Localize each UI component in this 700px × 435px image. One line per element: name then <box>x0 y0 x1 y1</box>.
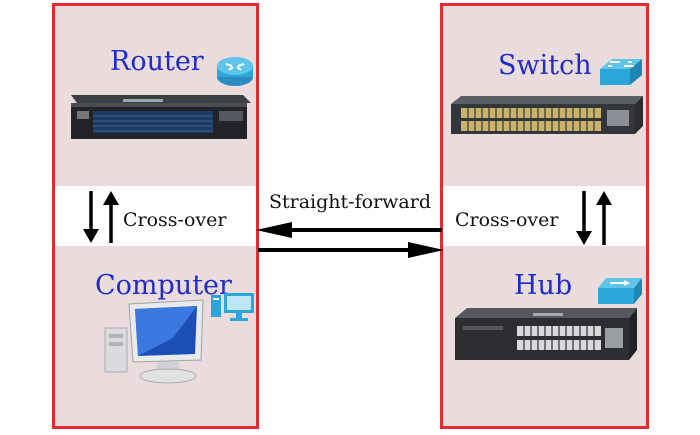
crossover-arrows-left <box>83 191 119 243</box>
switch-icon <box>600 59 642 85</box>
monitor-icon <box>211 293 254 321</box>
hub-icon <box>598 278 642 304</box>
router-title: Router <box>110 46 204 77</box>
switch-device-image <box>451 96 643 134</box>
router-device-image <box>71 95 251 139</box>
hub-title: Hub <box>514 270 573 301</box>
crossover-label-right: Cross-over <box>455 209 559 231</box>
switch-title: Switch <box>498 50 592 81</box>
computer-title: Computer <box>95 270 232 301</box>
left-panel: Router Cross-over Computer <box>52 3 259 429</box>
router-icon <box>217 57 253 86</box>
straight-forward-arrows <box>256 222 444 258</box>
crossover-label-left: Cross-over <box>123 209 227 231</box>
crossover-arrows-right <box>576 191 612 245</box>
hub-device-image <box>455 308 637 360</box>
straight-forward-label: Straight-forward <box>269 191 431 213</box>
right-panel: Switch Cross-over Hub <box>440 3 649 429</box>
computer-image <box>104 299 204 384</box>
